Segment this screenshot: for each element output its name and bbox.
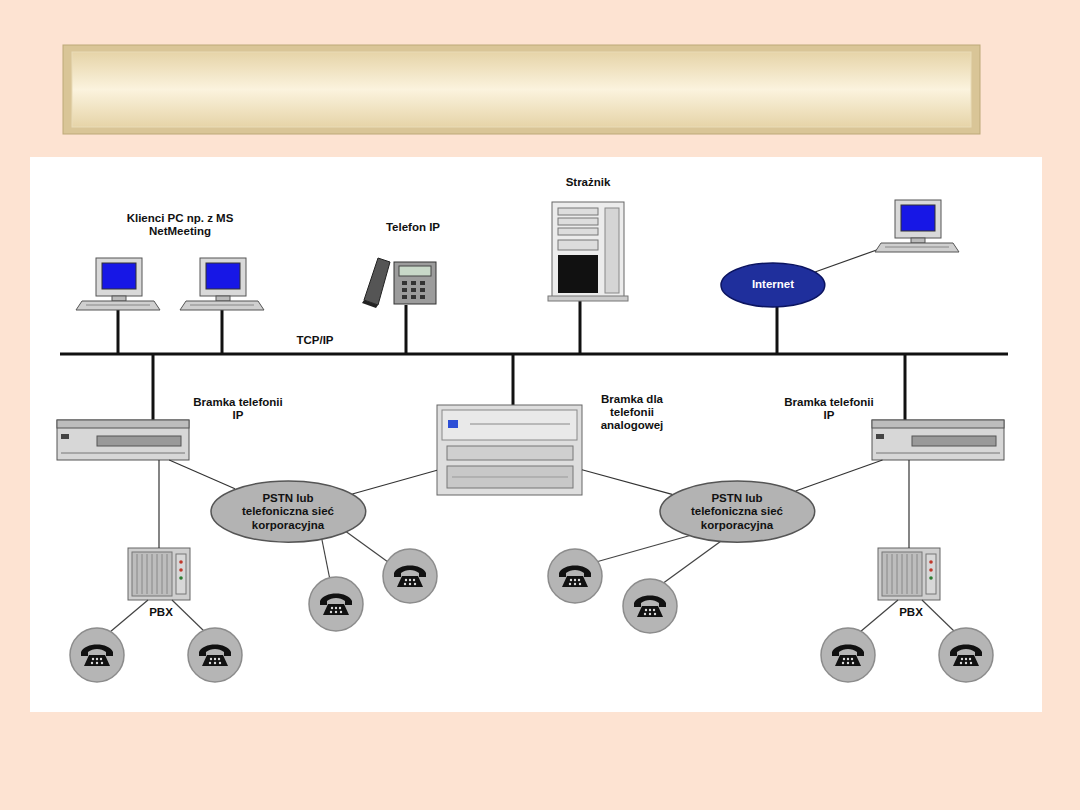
device-caption: Klienci PC np. z MS NetMeeting (121, 212, 239, 238)
pbx: PBX (128, 548, 190, 600)
node-text: PSTN lub telefoniczna sieć korporacyjna (234, 492, 342, 532)
telephone (309, 577, 363, 631)
device-label: PBX (886, 606, 936, 619)
network-link (908, 460, 909, 548)
device-caption: TCP/IP (285, 334, 345, 347)
pstn-network: PSTN lub telefoniczna sieć korporacyjna (210, 480, 367, 543)
diagram-panel (30, 157, 1042, 712)
telephone (548, 549, 602, 603)
phone-wires (110, 520, 955, 632)
ip-gateway (57, 420, 189, 460)
device-label: PBX (136, 606, 186, 619)
ip-phone (362, 258, 436, 308)
device-label: Bramka telefonii IP (784, 396, 874, 422)
analog-gateway (437, 405, 582, 495)
telephone (188, 628, 242, 682)
remote-pc (875, 200, 959, 252)
pc-client (76, 258, 160, 310)
ellipse-shape (660, 481, 815, 542)
title-bar (63, 45, 980, 134)
ellipse-shape (721, 263, 825, 307)
network-link (158, 460, 159, 548)
network-link (582, 470, 672, 495)
device-caption: Strażnik (548, 176, 628, 189)
device-label: Bramka telefonii IP (193, 396, 283, 422)
pc-client (180, 258, 264, 310)
node-text: PSTN lub telefoniczna sieć korporacyjna (683, 492, 791, 532)
tcp-ip-bus (60, 353, 1008, 356)
telephone (821, 628, 875, 682)
ellipse-shape (211, 481, 366, 542)
telephone (383, 549, 437, 603)
title-bar-inner (72, 52, 971, 127)
node-text: Internet (738, 278, 808, 291)
ip-gateway (872, 420, 1004, 460)
gatekeeper-server (548, 202, 628, 301)
pbx-cabinet (128, 548, 190, 600)
device-label: Bramka dla telefonii analogowej (584, 393, 680, 433)
telephone (70, 628, 124, 682)
device-caption: Telefon IP (368, 221, 458, 234)
telephone (623, 579, 677, 633)
network-cloud: Internet (720, 262, 826, 308)
network-link (796, 460, 883, 491)
network-link (169, 460, 235, 489)
pbx-cabinet (878, 548, 940, 600)
internet-link (815, 247, 885, 272)
network-link (352, 470, 437, 494)
telephone (939, 628, 993, 682)
pbx: PBX (878, 548, 940, 600)
pstn-network: PSTN lub telefoniczna sieć korporacyjna (659, 480, 816, 543)
ip-gateway: Bramka telefonii IP (872, 420, 1005, 460)
ip-gateway: Bramka telefonii IP (57, 420, 190, 460)
analog-gateway: Bramka dla telefonii analogowej (437, 405, 582, 495)
